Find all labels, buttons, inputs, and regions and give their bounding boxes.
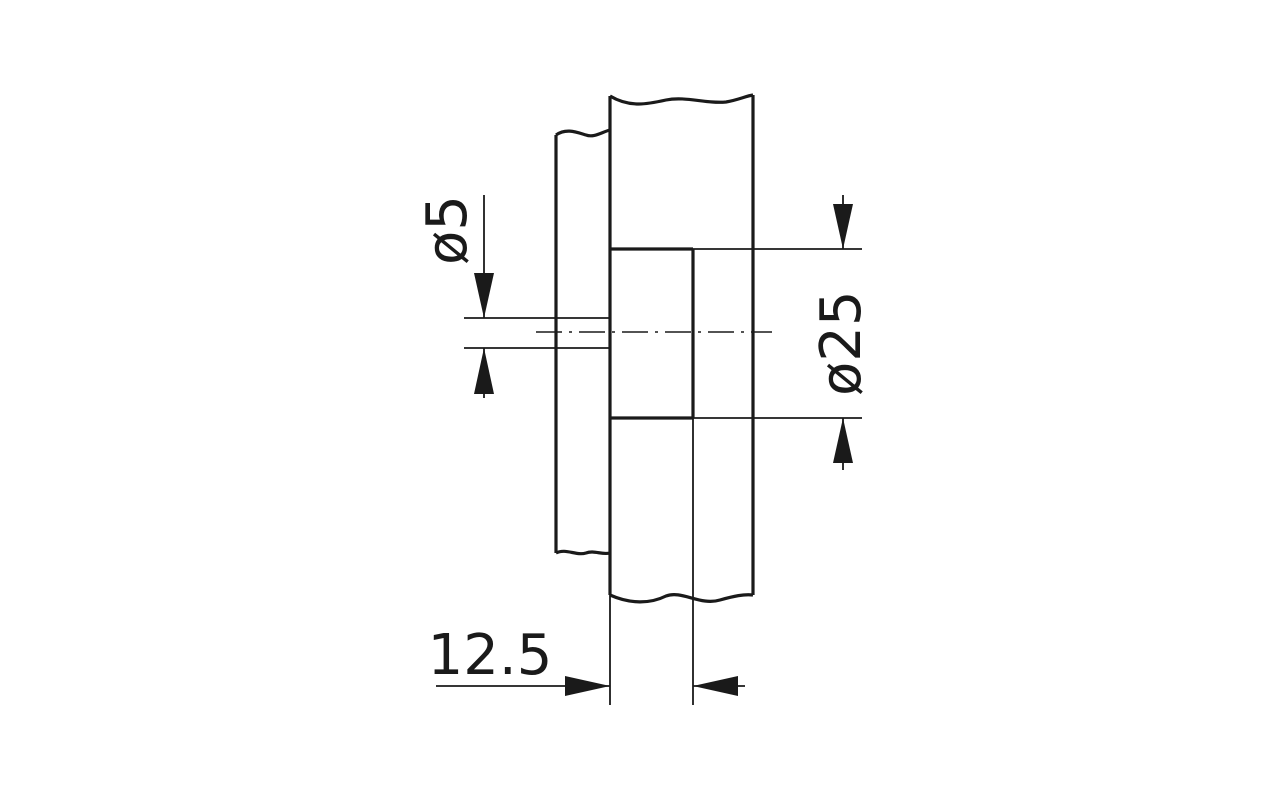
main-panel xyxy=(608,93,755,604)
dimension-cup-diameter: ø25 xyxy=(693,195,874,470)
arrow-cup-up xyxy=(833,418,853,463)
dimension-cup-offset: 12.5 xyxy=(428,595,745,705)
back-panel xyxy=(554,128,611,556)
pilot-hole xyxy=(556,317,610,349)
arrow-right xyxy=(565,676,610,696)
back-panel-bottom-break xyxy=(555,549,611,556)
main-panel-top-break xyxy=(609,93,754,106)
back-panel-top-break xyxy=(555,128,611,138)
arrow-up xyxy=(474,348,494,394)
arrow-left xyxy=(693,676,738,696)
arrow-down xyxy=(474,273,494,318)
dimension-hole-diameter: ø5 xyxy=(415,195,556,398)
hole-diameter-label: ø5 xyxy=(415,195,480,265)
arrow-cup-down xyxy=(833,204,853,249)
cup-bore xyxy=(610,247,695,705)
main-panel-bottom-break xyxy=(609,593,754,604)
cup-diameter-label: ø25 xyxy=(809,290,874,396)
cup-offset-label: 12.5 xyxy=(428,623,553,688)
